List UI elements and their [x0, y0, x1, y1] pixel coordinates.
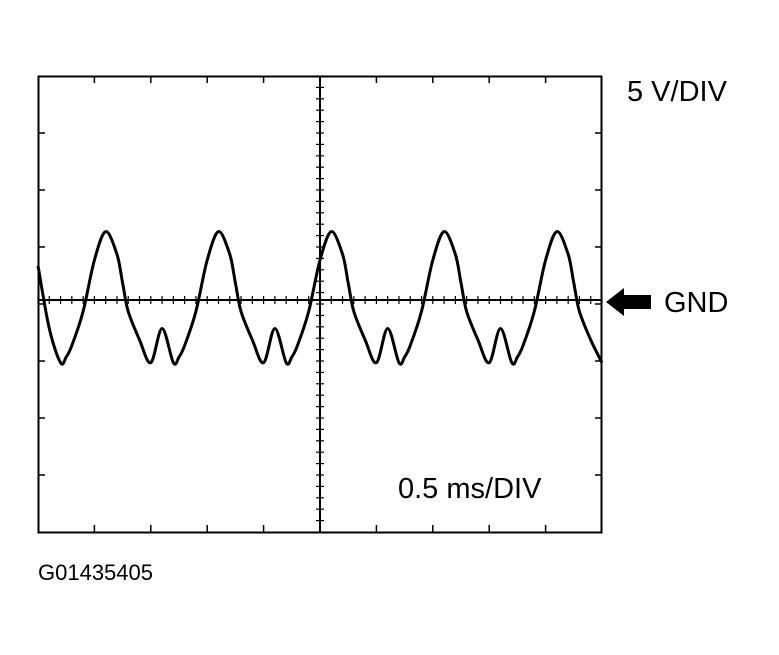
figure-id: G01435405: [38, 560, 153, 585]
volts-per-div-label: 5 V/DIV: [627, 76, 727, 108]
ground-label: GND: [664, 287, 729, 319]
left-arrow-icon: [606, 288, 651, 316]
time-per-div-label: 0.5 ms/DIV: [398, 473, 542, 505]
waveform-trace: [36, 230, 604, 366]
